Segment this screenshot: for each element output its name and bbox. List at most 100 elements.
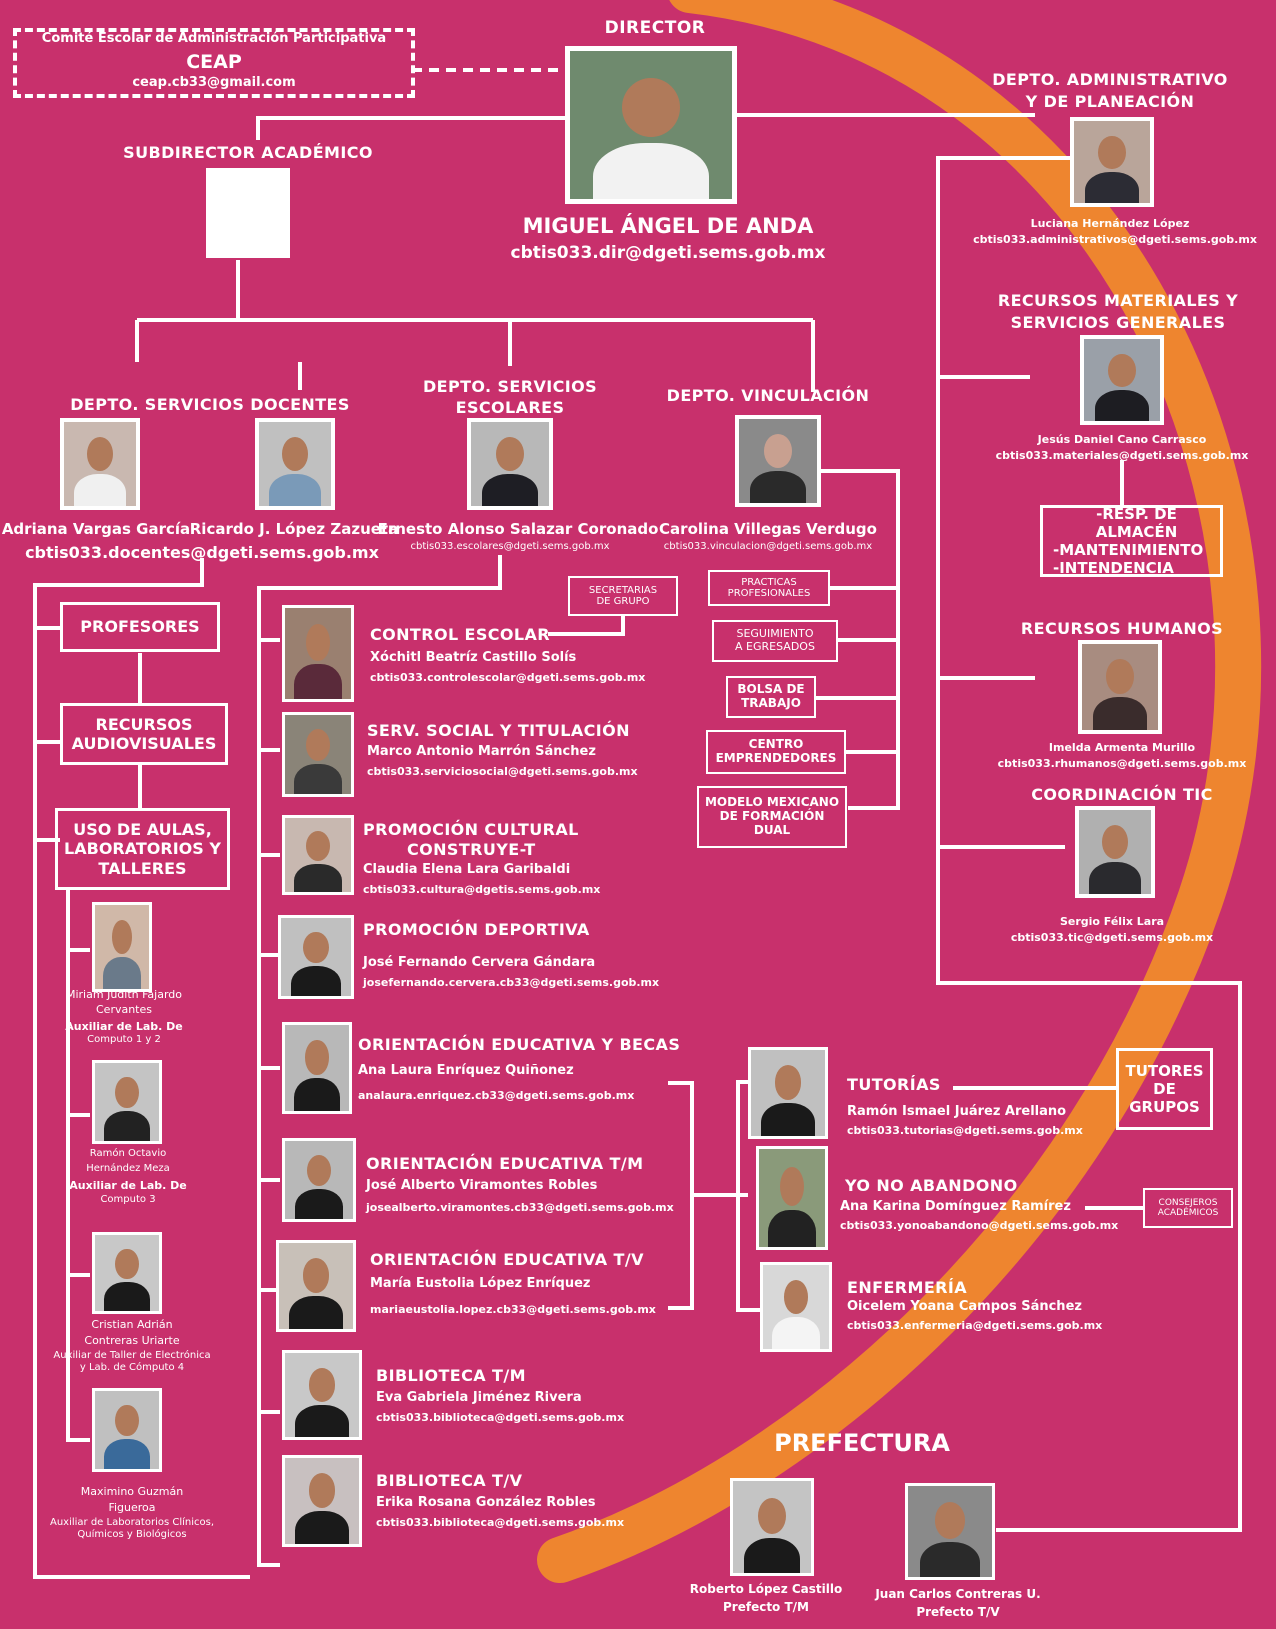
tutores-box: TUTORES DE GRUPOS [1116, 1048, 1213, 1130]
materiales-name: Jesús Daniel Cano Carrasco [1037, 433, 1207, 446]
unit-title-deporte: PROMOCIÓN DEPORTIVA [363, 920, 590, 939]
unit-email-deporte: josefernando.cervera.cb33@dgeti.sems.gob… [363, 976, 660, 989]
tutorias-email: cbtis033.tutorias@dgeti.sems.gob.mx [847, 1124, 1083, 1137]
unit-photo-tv [276, 1240, 356, 1332]
unit-title-cultura-2: CONSTRUYE-T [407, 840, 536, 859]
bolsa-line-2: TRABAJO [741, 696, 801, 710]
lab-role-3b: y Lab. de Cómputo 4 [79, 1362, 185, 1373]
unit-email-becas: analaura.enriquez.cb33@dgeti.sems.gob.mx [358, 1089, 635, 1102]
enfermeria-email: cbtis033.enfermeria@dgeti.sems.gob.mx [847, 1319, 1103, 1332]
practicas-line-2: PROFESIONALES [727, 588, 811, 599]
uso-aulas-box: USO DE AULAS, LABORATORIOS Y TALLERES [55, 808, 230, 890]
lab-photo-2 [92, 1060, 162, 1144]
unit-photo-control [282, 605, 354, 702]
bolsa-line-1: BOLSA DE [737, 682, 805, 697]
lab-name-3a: Cristian Adrián [91, 1318, 173, 1331]
admin-label-1: DEPTO. ADMINISTRATIVO [992, 70, 1228, 89]
director-photo [565, 46, 737, 204]
lab-name-2a: Ramón Octavio [89, 1148, 167, 1159]
unit-name-biblio-tv: Erika Rosana González Robles [376, 1495, 596, 1510]
unit-photo-servicio [282, 712, 354, 797]
prefecto-tv-photo [905, 1483, 995, 1580]
materiales-subunits-box: -RESP. DE ALMACÉN -MANTENIMIENTO -INTEND… [1040, 505, 1223, 577]
enfermeria-title: ENFERMERÍA [847, 1278, 968, 1297]
materiales-photo [1080, 335, 1164, 425]
tic-email: cbtis033.tic@dgeti.sems.gob.mx [1010, 931, 1214, 944]
mantenimiento-label: -MANTENIMIENTO [1053, 541, 1204, 559]
uso-line-2: LABORATORIOS Y [64, 839, 221, 859]
escolares-label-2: ESCOLARES [455, 398, 565, 417]
escolares-email: cbtis033.escolares@dgeti.sems.gob.mx [410, 541, 610, 552]
lab-role-1a: Auxiliar de Lab. De [65, 1020, 183, 1033]
almacen-label: -RESP. DE ALMACÉN [1095, 505, 1178, 541]
docentes-email: cbtis033.docentes@dgeti.sems.gob.mx [25, 543, 379, 562]
lab-role-3a: Auxiliar de Taller de Electrónica [53, 1350, 211, 1361]
prefectura-label: PREFECTURA [774, 1429, 950, 1457]
escolares-photo [467, 418, 553, 510]
practicas-box: PRACTICAS PROFESIONALES [708, 570, 830, 606]
lab-photo-3 [92, 1232, 162, 1314]
unit-email-biblio-tv: cbtis033.biblioteca@dgeti.sems.gob.mx [376, 1516, 625, 1529]
lab-name-1b: Cervantes [95, 1003, 153, 1016]
tutores-line-1: TUTORES [1125, 1062, 1204, 1080]
rav-line-2: AUDIOVISUALES [71, 734, 217, 753]
lab-name-3b: Contreras Uriarte [84, 1334, 180, 1347]
unit-title-servicio: SERV. SOCIAL Y TITULACIÓN [367, 721, 630, 740]
ceap-box [13, 28, 415, 98]
unit-email-biblio-tm: cbtis033.biblioteca@dgeti.sems.gob.mx [376, 1411, 625, 1424]
modelo-line-2: DE FORMACIÓN [719, 809, 825, 824]
tutores-line-3: GRUPOS [1129, 1098, 1200, 1116]
intendencia-label: -INTENDENCIA [1053, 559, 1174, 577]
modelo-line-3: DUAL [753, 822, 791, 837]
centro-box: CENTRO EMPRENDEDORES [706, 730, 846, 774]
ceap-title: Comité Escolar de Administración Partici… [41, 31, 387, 46]
lab-photo-1 [92, 902, 152, 992]
lab-role-2b: Computo 3 [100, 1194, 156, 1205]
unit-photo-biblio-tm [282, 1350, 362, 1440]
unit-title-biblio-tv: BIBLIOTECA T/V [376, 1471, 523, 1490]
unit-photo-cultura [282, 815, 354, 895]
prefecto-tm-photo [730, 1478, 814, 1576]
seguimiento-line-2: A EGRESADOS [735, 640, 815, 653]
tutores-line-2: DE [1153, 1080, 1176, 1098]
lab-name-4b: Figueroa [108, 1501, 156, 1514]
lab-name-2b: Hernández Meza [86, 1163, 170, 1174]
uso-line-1: USO DE AULAS, [73, 820, 212, 840]
modelo-box: MODELO MEXICANO DE FORMACIÓN DUAL [697, 786, 847, 848]
centro-line-2: EMPRENDEDORES [715, 751, 837, 765]
centro-line-1: CENTRO [748, 737, 804, 752]
tic-name: Sergio Félix Lara [1059, 915, 1165, 928]
unit-email-tv: mariaeustolia.lopez.cb33@dgeti.sems.gob.… [370, 1303, 656, 1316]
abandono-photo [756, 1146, 828, 1250]
ceap-email: ceap.cb33@gmail.com [132, 75, 296, 90]
recursos-audiovisuales-box: RECURSOS AUDIOVISUALES [60, 703, 228, 765]
consejeros-line-1: CONSEJEROS [1158, 1197, 1218, 1208]
lab-role-1b: Computo 1 y 2 [87, 1034, 161, 1045]
orange-arc [537, 0, 1262, 1583]
ceap-acronym: CEAP [186, 51, 242, 73]
escolares-label-1: DEPTO. SERVICIOS [422, 377, 598, 396]
tutorias-photo [748, 1047, 828, 1139]
uso-line-3: TALLERES [98, 858, 187, 878]
vinculacion-name: Carolina Villegas Verdugo [659, 520, 877, 538]
bolsa-box: BOLSA DE TRABAJO [726, 676, 816, 718]
unit-title-becas: ORIENTACIÓN EDUCATIVA Y BECAS [358, 1035, 681, 1054]
rh-name: Imelda Armenta Murillo [1048, 741, 1196, 754]
materiales-label-1: RECURSOS MATERIALES Y [997, 291, 1239, 310]
unit-title-biblio-tm: BIBLIOTECA T/M [376, 1366, 526, 1385]
tutorias-name: Ramón Ismael Juárez Arellano [847, 1104, 1067, 1119]
unit-name-servicio: Marco Antonio Marrón Sánchez [367, 744, 596, 759]
consejeros-box: CONSEJEROS ACADÉMICOS [1143, 1188, 1233, 1228]
abandono-email: cbtis033.yonoabandono@dgeti.sems.gob.mx [840, 1219, 1119, 1232]
lab-role-4a: Auxiliar de Laboratorios Clínicos, [49, 1517, 215, 1528]
unit-title-tv: ORIENTACIÓN EDUCATIVA T/V [370, 1250, 644, 1269]
unit-name-becas: Ana Laura Enríquez Quiñonez [358, 1063, 574, 1078]
unit-email-control: cbtis033.controlescolar@dgeti.sems.gob.m… [370, 671, 646, 684]
unit-photo-tm [282, 1138, 356, 1222]
rh-label: RECURSOS HUMANOS [1020, 619, 1224, 638]
unit-name-tm: José Alberto Viramontes Robles [366, 1178, 598, 1193]
director-email: cbtis033.dir@dgeti.sems.gob.mx [510, 243, 826, 263]
modelo-line-1: MODELO MEXICANO [704, 795, 840, 810]
